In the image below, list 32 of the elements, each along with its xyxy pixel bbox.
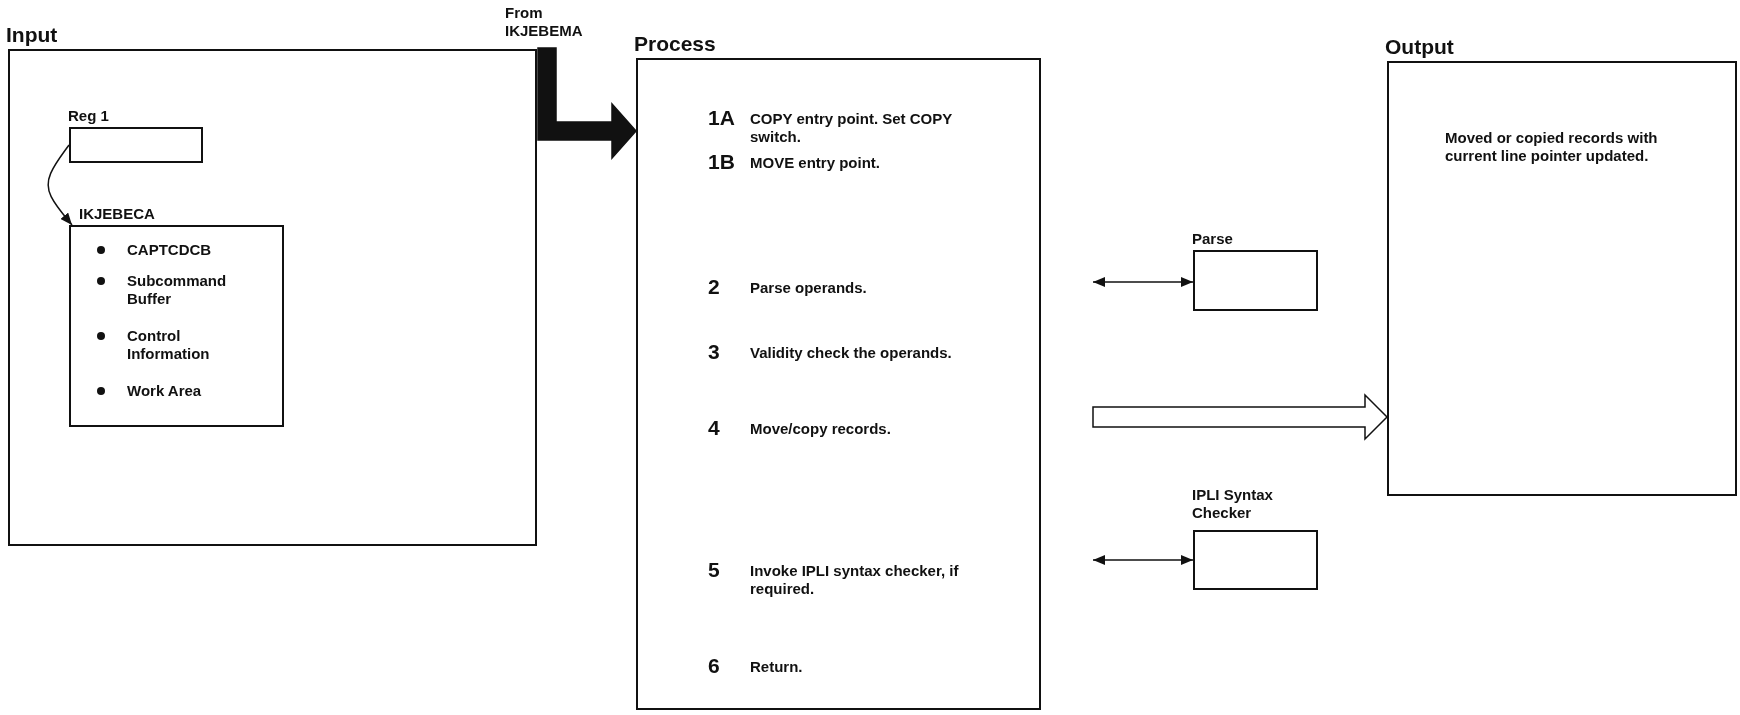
step-text: Invoke IPLI syntax checker, if required.	[750, 562, 960, 598]
step-text: MOVE entry point.	[750, 154, 881, 172]
flow-arrow	[1092, 393, 1389, 441]
box-heading: Parse	[1192, 230, 1234, 248]
step-number: 5	[708, 559, 721, 581]
section-heading: Process	[634, 32, 717, 56]
list-item: Control Information	[127, 327, 211, 363]
list-item: CAPTCDCB	[127, 241, 213, 259]
box-heading: IKJEBECA	[79, 205, 156, 223]
double-arrow	[1092, 555, 1194, 565]
output-description: Moved or copied records with current line pointer updated.	[1445, 129, 1659, 165]
step-number: 3	[708, 341, 721, 363]
step-number: 6	[708, 655, 721, 677]
source-label: From IKJEBEMA	[505, 4, 584, 40]
curved-arrow	[47, 144, 73, 226]
step-number: 2	[708, 276, 721, 298]
section-heading: Output	[1385, 35, 1455, 59]
step-text: Move/copy records.	[750, 420, 892, 438]
box-heading: IPLI Syntax Checker	[1192, 486, 1274, 522]
step-number: 1A	[708, 107, 736, 129]
step-text: Return.	[750, 658, 804, 676]
list-item: Subcommand Buffer	[127, 272, 228, 308]
flow-arrow	[537, 47, 637, 160]
list-item: Work Area	[127, 382, 203, 400]
step-text: Validity check the operands.	[750, 344, 953, 362]
step-number: 1B	[708, 151, 736, 173]
double-arrow	[1092, 277, 1194, 287]
step-text: Parse operands.	[750, 279, 868, 297]
box-heading: Reg 1	[68, 107, 110, 125]
section-heading: Input	[6, 23, 59, 47]
step-text: COPY entry point. Set COPY switch.	[750, 110, 953, 146]
step-number: 4	[708, 417, 721, 439]
